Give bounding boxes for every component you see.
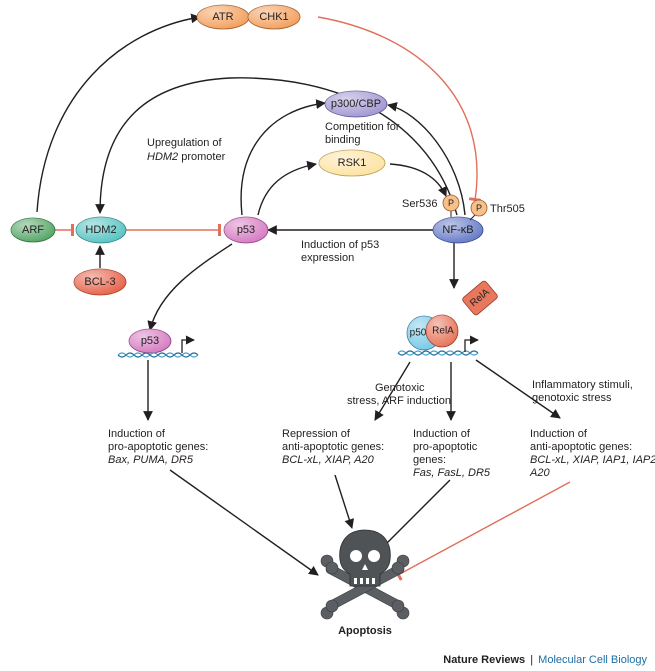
node-p300cbp: p300/CBP	[324, 90, 388, 118]
phospho-ser536-label: P	[448, 198, 454, 208]
node-p53-bound-label: p53	[141, 335, 159, 347]
label-antiapop-2: anti-apoptotic genes:	[530, 441, 632, 453]
node-hdm2-label: HDM2	[85, 224, 116, 236]
edge-nfkb-to-p300	[387, 102, 466, 216]
edge-p53-to-dna	[147, 243, 233, 331]
label-repression-1: Repression of	[282, 428, 351, 440]
label-p53-genes-3: Bax, PUMA, DR5	[108, 454, 194, 466]
label-induction-p53-1: Induction of p53	[301, 239, 379, 251]
phospho-thr505: P	[469, 199, 488, 221]
edge-p53-to-p300	[240, 99, 326, 216]
label-p53-genes-2: pro-apoptotic genes:	[108, 441, 208, 453]
label-inflammatory-2: genotoxic stress	[532, 392, 612, 404]
nfkb-promoter-complex: p50 RelA	[397, 314, 479, 356]
node-rela-bound-label: RelA	[432, 326, 454, 337]
label-thr505: Thr505	[490, 203, 525, 215]
label-nfkb-proapop-2: pro-apoptotic	[413, 441, 478, 453]
label-ser536: Ser536	[402, 198, 437, 210]
label-genotoxic-1: Genotoxic	[375, 382, 425, 394]
node-bcl3: BCL-3	[73, 268, 127, 296]
phospho-ser536: P	[442, 194, 460, 217]
tss-arrow-p53	[181, 335, 195, 353]
label-inflammatory-1: Inflammatory stimuli,	[532, 379, 633, 391]
label-antiapop-4: A20	[529, 467, 550, 479]
edge-nfkbdna-to-repression	[374, 361, 411, 421]
phospho-thr505-label: P	[476, 203, 482, 213]
credit-separator: |	[530, 654, 534, 666]
credit-section: Molecular Cell Biology	[538, 654, 647, 666]
label-induction-p53-2: expression	[301, 252, 354, 264]
node-p300cbp-label: p300/CBP	[331, 98, 381, 110]
label-repression-3: BCL-xL, XIAP, A20	[282, 454, 375, 466]
label-competition-2: binding	[325, 134, 360, 146]
edge-antiapop-inhibit-apoptosis	[394, 481, 571, 581]
edge-chk1-inhibit-nfkb	[317, 16, 482, 202]
node-p50-label: p50	[410, 328, 427, 339]
node-atr-label: ATR	[212, 11, 233, 23]
node-p53: p53	[223, 216, 269, 244]
edge-nfkbdna-to-antiapop	[475, 359, 561, 419]
tss-arrow-nfkb	[464, 335, 479, 352]
label-repression-2: anti-apoptotic genes:	[282, 441, 384, 453]
figure-credit: Nature Reviews | Molecular Cell Biology	[443, 654, 647, 666]
node-hdm2: HDM2	[75, 216, 127, 244]
label-nfkb-proapop-1: Induction of	[413, 428, 471, 440]
label-p53-genes-1: Induction of	[108, 428, 166, 440]
label-upregulation-promoter: promoter	[178, 151, 225, 163]
node-nfkb: NF-κB	[432, 216, 484, 244]
node-rsk1: RSK1	[318, 149, 386, 177]
label-apoptosis: Apoptosis	[338, 625, 392, 637]
edge-arf-to-atr	[36, 13, 201, 213]
label-nfkb-proapop-3: genes:	[413, 454, 446, 466]
node-chk1: CHK1	[247, 4, 301, 30]
node-rsk1-label: RSK1	[338, 157, 367, 169]
label-antiapop-3: BCL-xL, XIAP, IAP1, IAP2,	[530, 454, 655, 466]
label-genotoxic-2: stress, ARF induction	[347, 395, 451, 407]
dna-strand-nfkb	[397, 350, 479, 356]
node-arf: ARF	[10, 217, 56, 243]
edge-nfkb-to-hdm2	[95, 77, 458, 216]
edge-p53genes-to-apoptosis	[169, 469, 319, 576]
credit-journal: Nature Reviews	[443, 654, 526, 666]
label-nfkb-proapop-4: Fas, FasL, DR5	[413, 467, 491, 479]
p53-promoter-complex: p53	[117, 328, 199, 358]
skull-crossbones-icon	[320, 529, 410, 620]
label-upregulation-2: HDM2 promoter	[147, 151, 226, 163]
dna-strand-p53	[117, 352, 199, 358]
node-nfkb-label: NF-κB	[442, 224, 473, 236]
edge-repression-to-apoptosis	[334, 474, 354, 529]
node-chk1-label: CHK1	[259, 11, 288, 23]
label-antiapop-1: Induction of	[530, 428, 588, 440]
label-upregulation-1: Upregulation of	[147, 137, 223, 149]
label-upregulation-hdm2: HDM2	[147, 151, 178, 163]
label-competition-1: Competition for	[325, 121, 400, 133]
node-p53-label: p53	[237, 224, 255, 236]
edge-nfkbgenes-to-apoptosis	[379, 479, 451, 551]
edge-p53-to-rsk1	[257, 160, 317, 216]
node-bcl3-label: BCL-3	[84, 276, 115, 288]
node-atr: ATR	[196, 4, 250, 30]
node-rela-top: RelA	[462, 280, 498, 316]
node-arf-label: ARF	[22, 224, 44, 236]
edge-rsk1-to-nfkb	[389, 163, 447, 197]
